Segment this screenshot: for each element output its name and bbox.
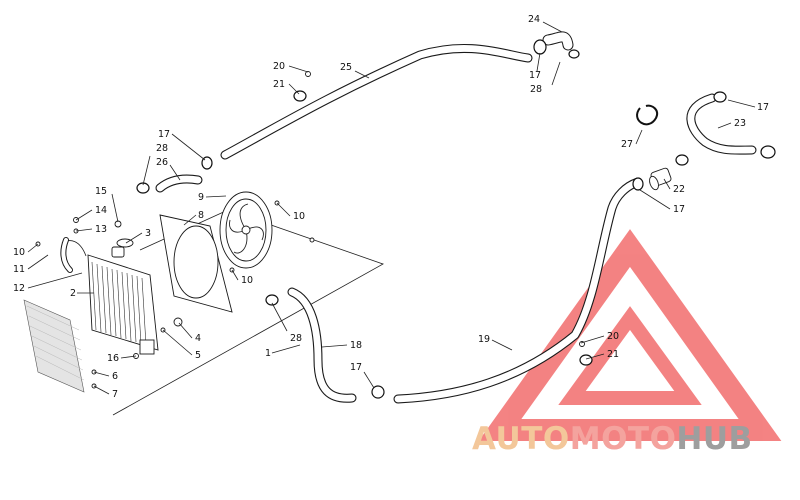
- watermark-inner-triangle: [558, 306, 702, 405]
- upper-hose: [220, 44, 533, 160]
- leader-line-c11: [27, 254, 49, 270]
- callout-label-c9: 9: [198, 192, 204, 203]
- fasteners: [35, 71, 585, 389]
- fan-shroud: [159, 214, 233, 313]
- assembly-outline: [112, 209, 384, 416]
- callout-label-c22: 22: [673, 184, 685, 195]
- watermark-word-moto: MOTO: [570, 421, 677, 457]
- callout-label-c16: 16: [107, 353, 119, 364]
- leader-line-c17: [171, 133, 206, 161]
- leader-line-c20b: [580, 335, 605, 344]
- callout-label-c3: 3: [145, 228, 151, 239]
- leader-line-c20: [288, 65, 309, 73]
- leader-line-c17b: [536, 52, 541, 72]
- leader-line-c28b: [551, 61, 561, 86]
- leader-line-c22: [663, 178, 671, 190]
- leader-line-c28c: [271, 302, 288, 332]
- leader-line-c21: [288, 83, 300, 95]
- callout-label-c10b: 10: [241, 275, 253, 286]
- leader-line-c17e: [363, 371, 375, 389]
- callout-label-c28: 28: [156, 143, 168, 154]
- leader-line-c23: [717, 122, 732, 129]
- leader-line-c9: [205, 195, 227, 198]
- leader-line-c13: [75, 228, 93, 232]
- leader-line-c17c: [727, 99, 756, 108]
- leader-line-c15: [111, 193, 119, 223]
- callout-label-c21: 21: [273, 79, 285, 90]
- callout-label-c7: 7: [112, 389, 118, 400]
- callout-label-c11: 11: [13, 264, 25, 275]
- leader-line-c10b: [231, 269, 239, 281]
- leader-line-c26: [169, 164, 181, 181]
- leader-line-c28: [142, 155, 151, 186]
- callout-label-c5: 5: [195, 350, 201, 361]
- callout-label-c17: 17: [158, 129, 170, 140]
- callout-label-c20: 20: [273, 61, 285, 72]
- cooling-fan: [219, 191, 273, 269]
- hose-clamps: [136, 39, 776, 399]
- callout-label-c18: 18: [350, 340, 362, 351]
- callout-label-c17c: 17: [757, 102, 769, 113]
- leader-line-c27: [635, 129, 643, 145]
- callout-label-c17b: 17: [529, 70, 541, 81]
- leader-line-c10c: [27, 243, 39, 253]
- callout-label-c20b: 20: [607, 331, 619, 342]
- band-clamp-27: [636, 104, 658, 126]
- leader-line-c21b: [585, 353, 605, 360]
- radiator: [61, 238, 159, 355]
- callout-label-c24: 24: [528, 14, 540, 25]
- radiator-screen: [23, 299, 85, 393]
- watermark-word-auto: AUTO: [472, 421, 570, 457]
- leader-line-c5: [162, 329, 193, 356]
- elbow-24: [542, 31, 574, 51]
- callout-label-c27: 27: [621, 139, 633, 150]
- watermark-text: AUTOMOTOHUB: [472, 421, 753, 457]
- leader-line-c14: [75, 209, 93, 221]
- leader-line-c7: [93, 385, 110, 395]
- callout-label-c28b: 28: [530, 84, 542, 95]
- callout-label-c21b: 21: [607, 349, 619, 360]
- callout-label-c17e: 17: [350, 362, 362, 373]
- callout-label-c2: 2: [70, 288, 76, 299]
- callout-layer: 1234567891010101112131415161717171717181…: [13, 14, 769, 400]
- callout-label-c28c: 28: [290, 333, 302, 344]
- leader-line-c19: [491, 339, 513, 351]
- callout-label-c15: 15: [95, 186, 107, 197]
- leader-line-c10: [276, 202, 291, 217]
- callout-label-c26: 26: [156, 157, 168, 168]
- callout-label-c17d: 17: [673, 204, 685, 215]
- callout-label-c12: 12: [13, 283, 25, 294]
- callout-label-c1: 1: [265, 348, 271, 359]
- leader-line-c3: [125, 232, 143, 244]
- leader-line-c8: [183, 214, 197, 226]
- callout-label-c6: 6: [112, 371, 118, 382]
- callout-label-c10c: 10: [13, 247, 25, 258]
- callout-label-c4: 4: [195, 333, 201, 344]
- leader-line-c6: [93, 371, 110, 377]
- callout-label-c23: 23: [734, 118, 746, 129]
- leader-line-c4: [178, 322, 193, 339]
- watermark-word-hub: HUB: [676, 421, 752, 457]
- connector-22: [649, 167, 672, 191]
- callout-label-c8: 8: [198, 210, 204, 221]
- leader-line-c25: [354, 70, 370, 79]
- leader-line-c12: [27, 272, 83, 289]
- callout-label-c10: 10: [293, 211, 305, 222]
- watermark-logo: [478, 229, 782, 441]
- callout-label-c19: 19: [478, 334, 490, 345]
- leader-line-c1: [271, 344, 301, 354]
- leader-line-c16: [120, 355, 137, 359]
- leader-line-c17d: [639, 189, 671, 210]
- callout-label-c25: 25: [340, 62, 352, 73]
- callout-label-c14: 14: [95, 205, 107, 216]
- callout-label-c13: 13: [95, 224, 107, 235]
- leader-line-c24: [542, 21, 563, 33]
- leader-line-c18: [321, 344, 348, 348]
